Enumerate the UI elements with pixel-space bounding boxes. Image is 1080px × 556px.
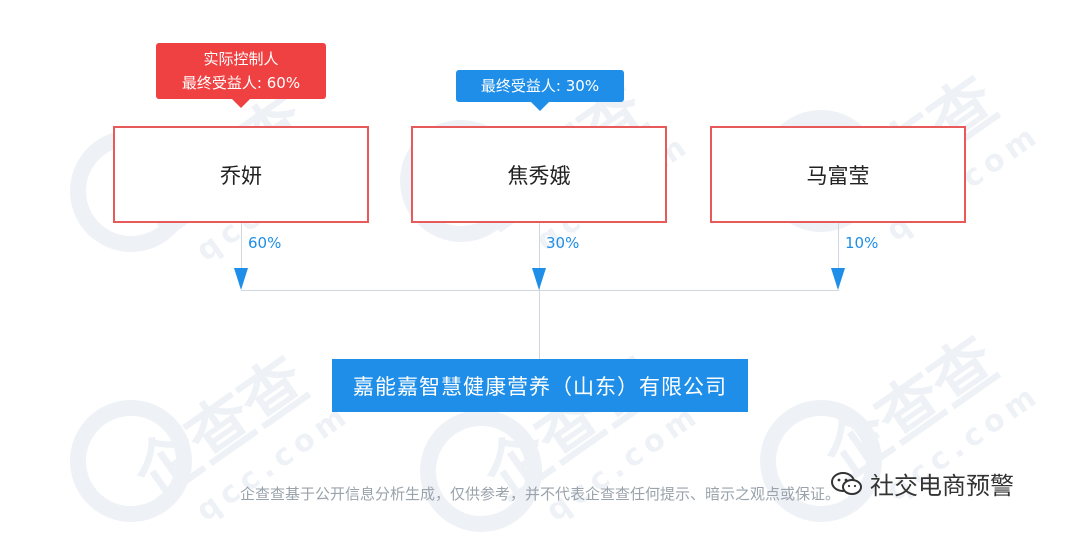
brand-watermark: 社交电商预警 [830,466,1014,501]
watermark-logo-icon [736,376,906,546]
shareholder-box-ma-fuying[interactable]: 马富莹 [710,126,966,223]
beneficiary-tag: 最终受益人: 30% [456,70,624,111]
share-percentage: 10% [845,234,879,252]
watermark-logo-icon [46,376,216,546]
connector-line [539,223,540,359]
company-name: 嘉能嘉智慧健康营养（山东）有限公司 [353,374,727,399]
arrow-down-icon [831,268,845,290]
shareholder-box-jiao-xiue[interactable]: 焦秀娥 [411,126,667,223]
actual-controller-label: 实际控制人 [203,50,279,68]
arrow-down-icon [234,268,248,290]
disclaimer: 企查查基于公开信息分析生成，仅供参考，并不代表企查查任何提示、暗示之观点或保证。 [239,485,840,503]
connector-line [241,223,242,268]
connector-line [838,223,839,268]
brand-name: 社交电商预警 [870,472,1014,500]
share-percentage: 30% [546,234,580,252]
controller-benefit-label: 最终受益人: 60% [181,74,301,92]
wechat-icon [831,471,862,495]
arrow-down-icon [532,268,546,290]
actual-controller-tag: 实际控制人 最终受益人: 60% [156,43,326,108]
shareholder-box-qiao-yan[interactable]: 乔妍 [113,126,369,223]
share-percentage: 60% [248,234,282,252]
company-box[interactable]: 嘉能嘉智慧健康营养（山东）有限公司 [332,359,748,412]
shareholder-name: 马富莹 [806,163,870,188]
shareholder-name: 焦秀娥 [507,163,571,188]
connector-line [241,290,839,291]
shareholder-name: 乔妍 [220,163,262,188]
beneficiary-label: 最终受益人: 30% [480,77,600,95]
